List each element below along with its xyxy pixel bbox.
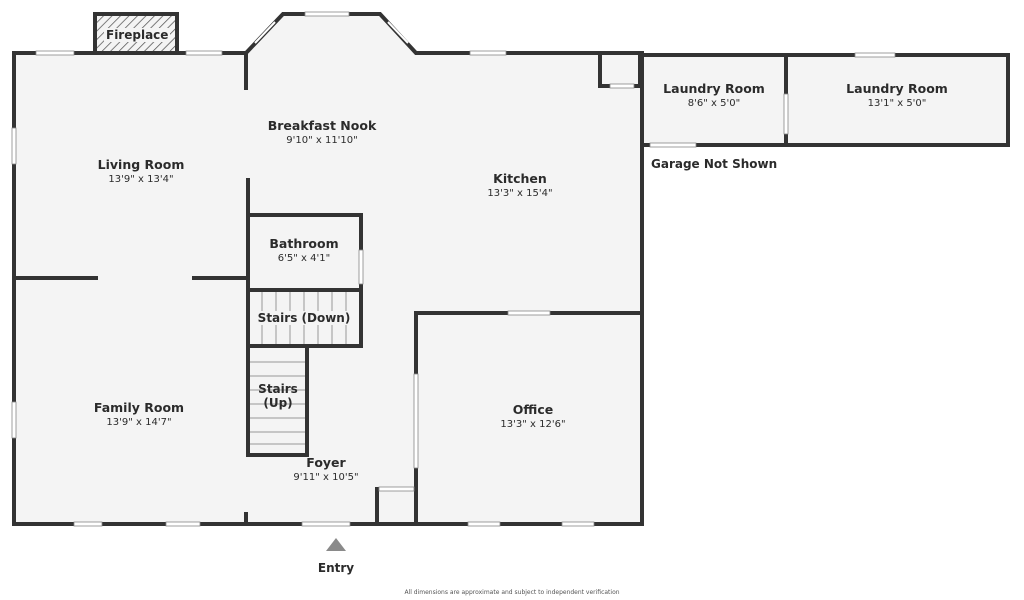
laundry-room-1-dim: 8'6" x 5'0" [687, 98, 741, 110]
bathroom-name: Bathroom [269, 236, 339, 251]
living-room-label: Living Room 13'9" x 13'4" [97, 157, 185, 186]
foyer-name: Foyer [306, 455, 346, 470]
kitchen-dim: 13'3" x 15'4" [487, 188, 553, 200]
office-name: Office [512, 402, 554, 417]
bay-windows [254, 21, 409, 44]
windows [11, 11, 896, 527]
entry-label: Entry [317, 561, 355, 575]
kitchen-label: Kitchen 13'3" x 15'4" [487, 171, 553, 200]
fireplace-label: Fireplace [104, 28, 171, 42]
laundry-room-2-label: Laundry Room 13'1" x 5'0" [846, 81, 948, 110]
foyer-dim: 9'11" x 10'5" [293, 472, 359, 484]
laundry-room-1-label: Laundry Room 8'6" x 5'0" [663, 81, 765, 110]
laundry-room-1-name: Laundry Room [663, 81, 765, 96]
living-room-name: Living Room [97, 157, 185, 172]
kitchen-name: Kitchen [493, 171, 547, 186]
entry-arrow-icon [326, 538, 346, 551]
stairs-up-label: Stairs (Up) [258, 382, 298, 411]
family-room-label: Family Room 13'9" x 14'7" [93, 400, 185, 429]
living-room-dim: 13'9" x 13'4" [108, 174, 174, 186]
breakfast-nook-dim: 9'10" x 11'10" [286, 135, 358, 147]
breakfast-nook-name: Breakfast Nook [267, 118, 377, 133]
bathroom-label: Bathroom 6'5" x 4'1" [269, 236, 339, 265]
stairs-up-line2: (Up) [263, 396, 293, 411]
stairs-up-line1: Stairs [258, 382, 298, 396]
family-room-name: Family Room [93, 400, 185, 415]
foyer-label: Foyer 9'11" x 10'5" [293, 455, 359, 484]
stairs-down-label: Stairs (Down) [255, 311, 353, 326]
stairs-up-treads [250, 361, 305, 445]
disclaimer-text: All dimensions are approximate and subje… [404, 589, 620, 596]
office-dim: 13'3" x 12'6" [500, 419, 566, 431]
laundry-room-2-dim: 13'1" x 5'0" [867, 98, 927, 110]
family-room-dim: 13'9" x 14'7" [106, 417, 172, 429]
office-label: Office 13'3" x 12'6" [500, 402, 566, 431]
breakfast-nook-label: Breakfast Nook 9'10" x 11'10" [267, 118, 377, 147]
garage-note: Garage Not Shown [651, 157, 778, 171]
bathroom-dim: 6'5" x 4'1" [277, 253, 331, 265]
laundry-room-2-name: Laundry Room [846, 81, 948, 96]
